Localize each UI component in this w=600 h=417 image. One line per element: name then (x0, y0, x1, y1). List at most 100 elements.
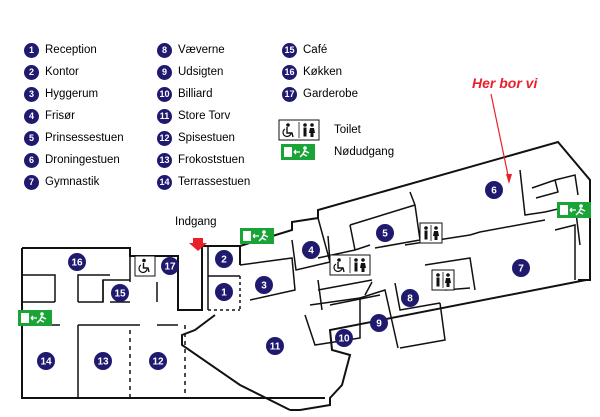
room-number-badge: 5 (24, 130, 39, 146)
room-badge-6: 6 (485, 181, 503, 199)
svg-text:5: 5 (382, 229, 388, 240)
legend-label: Droningestuen (45, 154, 120, 166)
svg-text:7: 7 (518, 264, 524, 275)
exit-icon (17, 309, 53, 327)
toilet-icon (419, 222, 443, 244)
legend-item: 9 Udsigten (157, 63, 250, 81)
exit-legend-icon (280, 143, 316, 161)
legend-column-1: 1 Reception 2 Kontor 3 Hyggerum 4 Frisør 5 Pr… (24, 41, 124, 195)
legend-item: 3 Hyggerum (24, 85, 124, 103)
room-number-badge: 15 (282, 42, 297, 58)
room-badge-8: 8 (401, 289, 419, 307)
outer-walls (21, 140, 591, 411)
room-badge-13: 13 (94, 352, 112, 370)
room-number-badge: 13 (157, 152, 172, 168)
legend-item: 6 Droningestuen (24, 151, 124, 169)
legend-item: 1 Reception (24, 41, 124, 59)
legend-label: Frisør (45, 110, 76, 122)
svg-text:9: 9 (376, 319, 382, 330)
legend-label: Billiard (178, 88, 213, 100)
room-number-badge: 2 (24, 64, 39, 80)
legend-label: Café (303, 44, 328, 56)
room-number-badge: 12 (157, 130, 172, 146)
room-badge-1: 1 (215, 283, 233, 301)
legend-item: 4 Frisør (24, 107, 124, 125)
legend-item: 16 Køkken (282, 63, 358, 81)
room-badge-10: 10 (335, 329, 353, 347)
svg-text:17: 17 (164, 262, 176, 273)
svg-text:14: 14 (40, 357, 52, 368)
legend-label: Væverne (178, 44, 225, 56)
room-number-badge: 10 (157, 86, 172, 102)
legend-label: Prinsessestuen (45, 132, 124, 144)
room-number-badge: 4 (24, 108, 39, 124)
room-badge-17: 17 (161, 257, 179, 275)
toilet-legend-icon (278, 119, 320, 141)
legend-item: 15 Café (282, 41, 358, 59)
legend-label: Spisestuen (178, 132, 235, 144)
legend-item: 14 Terrassestuen (157, 173, 250, 191)
svg-text:12: 12 (152, 357, 164, 368)
room-number-badge: 14 (157, 174, 172, 190)
callout-text: Her bor vi (472, 75, 538, 91)
room-number-badge: 7 (24, 174, 39, 190)
legend-label: Kontor (45, 66, 79, 78)
room-number-badge: 16 (282, 64, 297, 80)
legend-item: 12 Spisestuen (157, 129, 250, 147)
legend-item: 10 Billiard (157, 85, 250, 103)
exit-icon (556, 201, 592, 219)
room-number-badge: 6 (24, 152, 39, 168)
legend-column-2: 8 Væverne 9 Udsigten 10 Billiard 11 Store To… (157, 41, 250, 195)
entrance-arrow-icon (189, 238, 207, 251)
legend-label: Udsigten (178, 66, 224, 78)
room-badge-4: 4 (302, 241, 320, 259)
legend-label: Reception (45, 44, 97, 56)
entrance-label: Indgang (175, 216, 217, 228)
room-badge-5: 5 (376, 224, 394, 242)
toilet-icon (431, 269, 455, 291)
svg-text:16: 16 (71, 258, 83, 269)
room-number-badge: 9 (157, 64, 172, 80)
wheelchair-icon (134, 255, 156, 277)
room-badge-11: 11 (266, 337, 284, 355)
legend-label: Store Torv (178, 110, 231, 122)
room-badge-2: 2 (215, 250, 233, 268)
legend-label: Frokoststuen (178, 154, 245, 166)
room-badge-9: 9 (370, 314, 388, 332)
legend-label: Hyggerum (45, 88, 99, 100)
legend-item: 11 Store Torv (157, 107, 250, 125)
legend-item: 13 Frokoststuen (157, 151, 250, 169)
svg-text:8: 8 (407, 294, 413, 305)
callout-arrow (490, 93, 510, 181)
svg-text:10: 10 (338, 334, 350, 345)
room-number-badge: 8 (157, 42, 172, 58)
svg-text:11: 11 (270, 342, 281, 353)
svg-text:1: 1 (221, 288, 227, 299)
room-number-badge: 11 (157, 108, 172, 124)
svg-text:13: 13 (97, 357, 109, 368)
toilet-icon (329, 254, 371, 276)
callout-arrowhead (506, 174, 512, 184)
legend-label: Terrassestuen (178, 176, 251, 188)
svg-text:4: 4 (308, 246, 314, 257)
room-number-badge: 1 (24, 42, 39, 58)
svg-text:2: 2 (221, 255, 227, 266)
room-badges: 1 2 3 4 5 6 7 8 9 10 11 12 13 14 15 16 1… (37, 181, 530, 370)
legend-label: Køkken (303, 66, 342, 78)
legend-item: 2 Kontor (24, 63, 124, 81)
legend-item: 8 Væverne (157, 41, 250, 59)
room-badge-16: 16 (68, 253, 86, 271)
exit-icon (239, 227, 275, 245)
exit-key-label: Nødudgang (334, 146, 395, 158)
room-badge-7: 7 (512, 259, 530, 277)
room-number-badge: 3 (24, 86, 39, 102)
room-badge-3: 3 (255, 276, 273, 294)
legend-item: 5 Prinsessestuen (24, 129, 124, 147)
room-number-badge: 17 (282, 86, 297, 102)
room-badge-14: 14 (37, 352, 55, 370)
svg-text:15: 15 (114, 289, 126, 300)
